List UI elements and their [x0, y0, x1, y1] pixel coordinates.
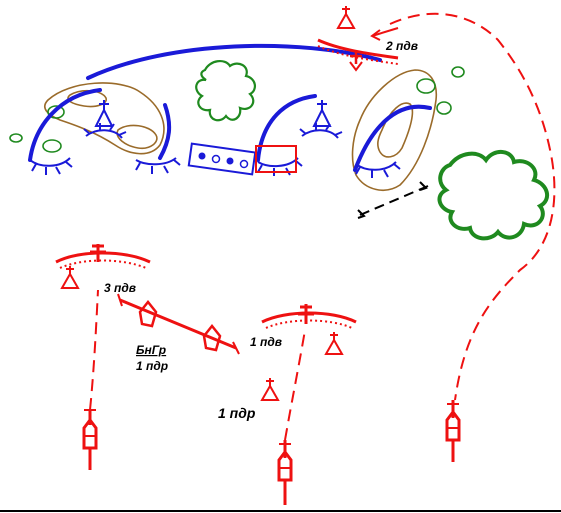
boundary-line: [357, 181, 429, 219]
position-3-pdv: [55, 251, 151, 269]
bush-5: [9, 133, 23, 143]
label-armored-group-company: 1 пдр: [136, 359, 168, 373]
observation-post-icon: [324, 332, 344, 355]
bush-4: [47, 105, 65, 119]
label-1-pdr: 1 пдр: [218, 405, 256, 421]
observation-post-icon: [336, 6, 356, 29]
armored-vehicle-icon: [202, 323, 222, 352]
position-2-pdv: [317, 38, 399, 72]
command-post-1-pdv: [298, 304, 314, 324]
armored-vehicle-icon: [277, 440, 293, 505]
enemy-defense-arc-west: [28, 88, 102, 162]
label-2-pdv: 2 пдв: [385, 39, 418, 53]
enemy-defense-line-north: [86, 43, 382, 80]
enemy-defense-arc-east: [353, 104, 432, 172]
trench-line-1: [29, 157, 73, 175]
command-post-3-pdv: [90, 244, 106, 262]
armored-group-line: [117, 293, 240, 355]
trench-line-6: [355, 161, 401, 178]
armored-vehicle-icon: [138, 299, 158, 328]
terrain-contour-west: [44, 82, 165, 155]
enemy-forces: [28, 43, 432, 172]
forest-area-east: [437, 150, 550, 241]
label-3-pdv: 3 пдв: [104, 281, 136, 295]
observation-post-icon: [60, 266, 80, 289]
route-3-pdv: [89, 289, 99, 411]
terrain-contour-east: [351, 69, 438, 191]
armored-vehicle-icon: [445, 400, 461, 462]
bush-2: [451, 66, 465, 78]
label-1-pdv: 1 пдв: [250, 335, 282, 349]
enemy-weapons-box: [187, 142, 257, 176]
observation-post-icon: [312, 100, 332, 127]
command-posts: [90, 244, 314, 324]
arrow-2-pdv: [370, 27, 399, 41]
observation-post-icon: [260, 378, 280, 401]
armored-vehicles: [82, 400, 461, 505]
label-armored-group: БнГр: [136, 343, 166, 357]
route-2-pdv: [389, 12, 556, 401]
terrain-contour-west-inner: [116, 124, 158, 150]
bush-6: [42, 139, 62, 153]
vegetation: [9, 60, 550, 241]
target-box: [255, 145, 297, 173]
enemy-observation-posts: [94, 100, 332, 127]
enemy-defense-arc-center-west: [158, 103, 172, 160]
own-forces-routes: [89, 12, 556, 441]
trench-line-3: [135, 157, 181, 174]
route-1-pdv: [284, 329, 306, 441]
observation-post-icon: [94, 100, 114, 127]
enemy-defense-arc-center: [256, 94, 317, 162]
forest-area-center: [195, 60, 256, 122]
bush-1: [416, 78, 436, 94]
own-observation-posts: [60, 6, 356, 401]
armored-vehicle-icon: [82, 409, 98, 470]
terrain-contour-east-inner: [377, 102, 414, 158]
bush-3: [436, 101, 452, 115]
